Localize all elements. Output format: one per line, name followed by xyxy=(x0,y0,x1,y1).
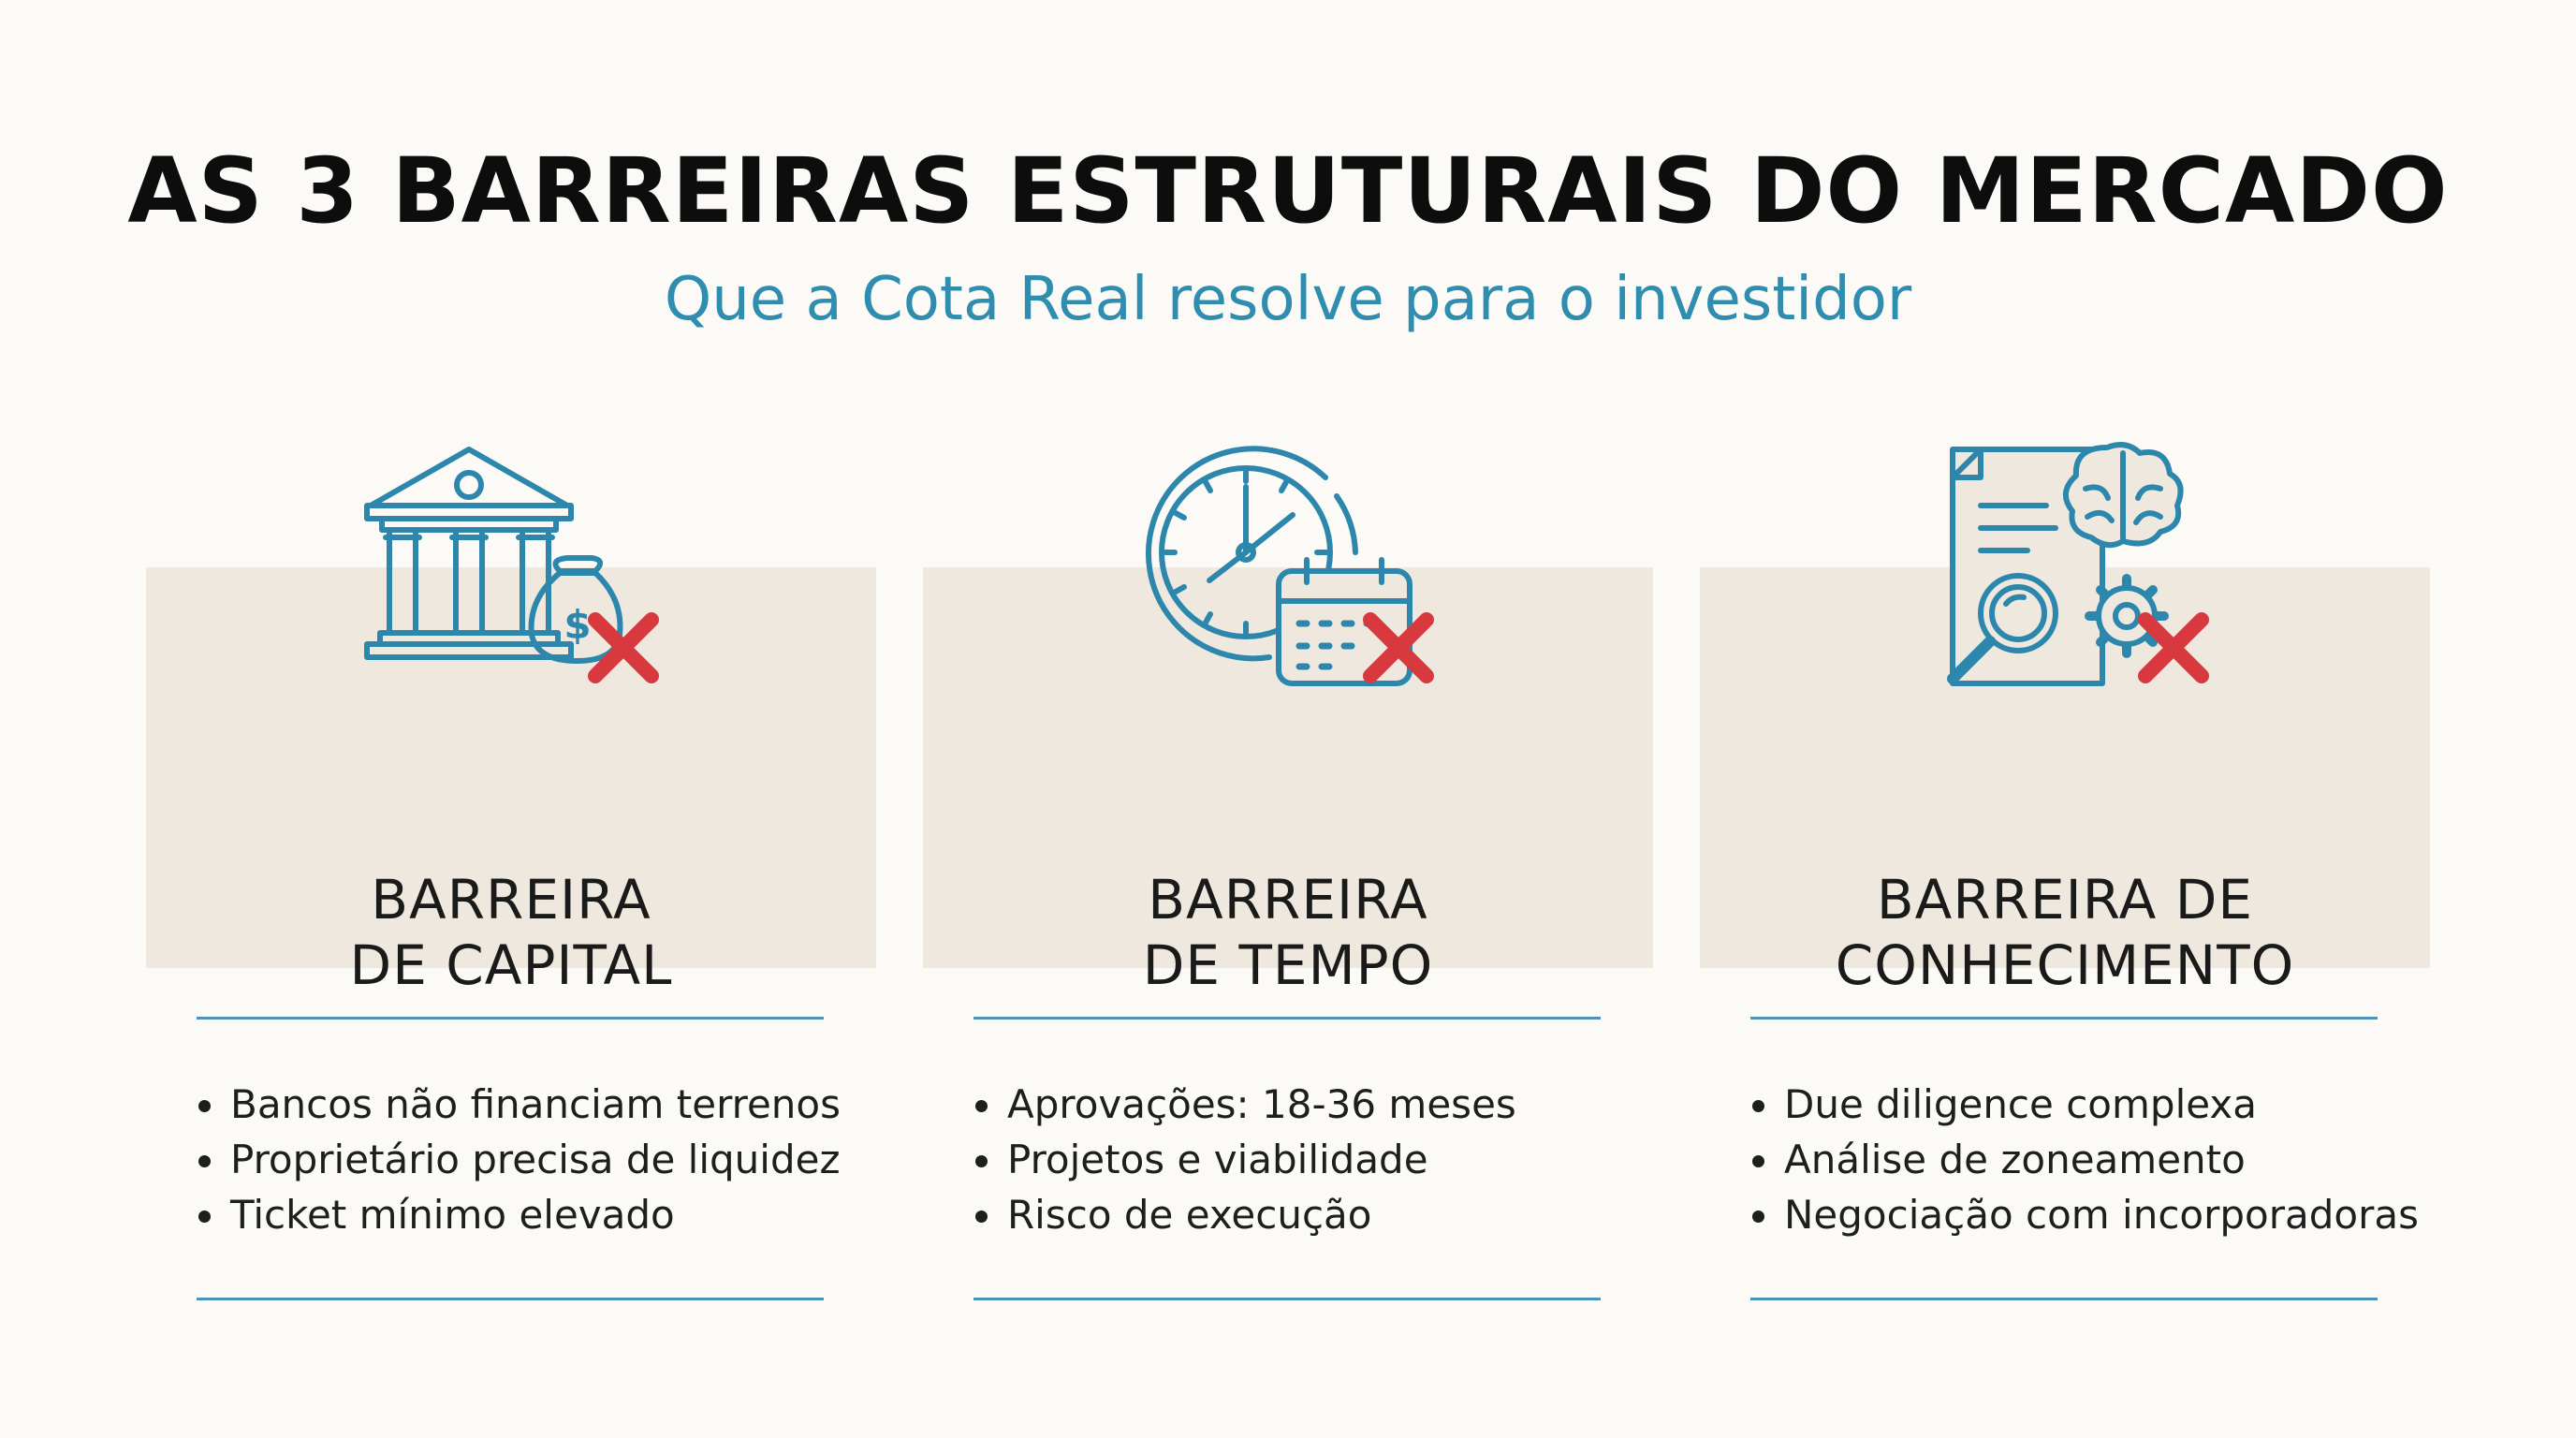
list-item: Negociação com incorporadoras xyxy=(1750,1187,2424,1242)
divider xyxy=(197,1017,824,1020)
barrier-knowledge: BARREIRA DE CONHECIMENTO xyxy=(1700,440,2430,1311)
barrier-bullets: Aprovações: 18-36 meses Projetos e viabi… xyxy=(973,1077,1647,1242)
page-subtitle: Que a Cota Real resolve para o investido… xyxy=(664,265,1912,334)
list-item: Risco de execução xyxy=(973,1187,1647,1242)
divider xyxy=(973,1298,1601,1300)
divider xyxy=(973,1017,1601,1020)
barrier-bullets: Bancos não financiam terrenos Proprietár… xyxy=(197,1077,871,1242)
divider xyxy=(1750,1298,2378,1300)
barrier-bullets: Due diligence complexa Análise de zoneam… xyxy=(1750,1077,2424,1242)
barrier-title: BARREIRA DE TEMPO xyxy=(1142,868,1434,997)
divider xyxy=(197,1298,824,1300)
svg-text:$: $ xyxy=(564,602,591,648)
list-item: Due diligence complexa xyxy=(1750,1077,2424,1132)
barrier-title: BARREIRA DE CAPITAL xyxy=(349,868,673,997)
divider xyxy=(1750,1017,2378,1020)
list-item: Aprovações: 18-36 meses xyxy=(973,1077,1647,1132)
barrier-title: BARREIRA DE CONHECIMENTO xyxy=(1835,868,2295,997)
barrier-time: BARREIRA DE TEMPO xyxy=(923,440,1653,1311)
list-item: Ticket mínimo elevado xyxy=(197,1187,871,1242)
document-brain-search-crossed-icon xyxy=(1915,440,2233,721)
list-item: Bancos não financiam terrenos xyxy=(197,1077,871,1132)
list-item: Projetos e viabilidade xyxy=(973,1132,1647,1187)
clock-calendar-crossed-icon xyxy=(1138,440,1456,721)
list-item: Proprietário precisa de liquidez xyxy=(197,1132,871,1187)
page-title: AS 3 BARREIRAS ESTRUTURAIS DO MERCADO xyxy=(127,139,2449,243)
list-item: Análise de zoneamento xyxy=(1750,1132,2424,1187)
barrier-capital: BARREIRA DE CAPITAL xyxy=(146,440,876,1311)
bank-money-bag-crossed-icon: $ xyxy=(361,440,680,721)
